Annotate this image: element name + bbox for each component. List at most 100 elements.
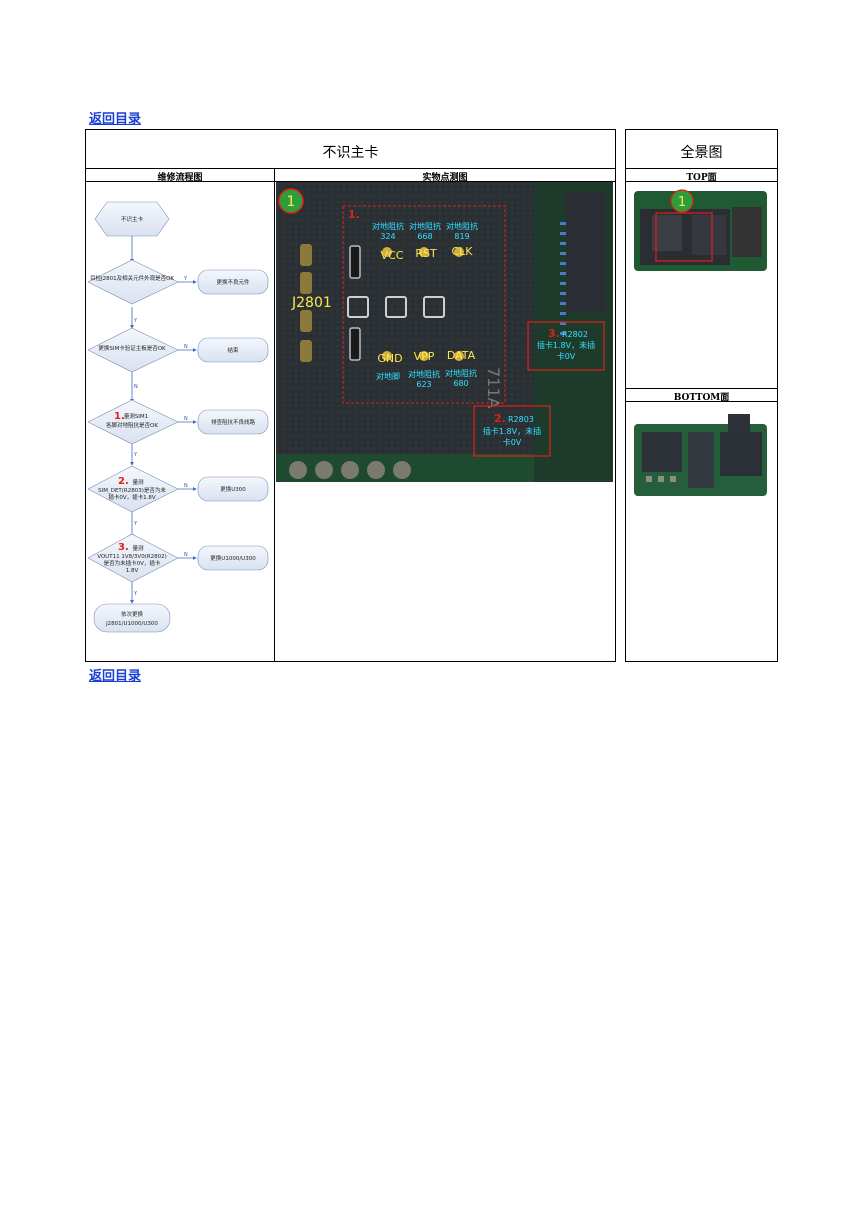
rst-pin-label: RST [415, 247, 437, 260]
flow-start-node [94, 201, 170, 237]
flow-step4-text: 量测 [132, 478, 144, 486]
back-to-toc-link-top[interactable]: 返回目录 [89, 112, 142, 127]
top-badge: 1 [678, 195, 686, 210]
r2802-ref: R2802 [562, 330, 588, 339]
flow-step4-text-b: SIM_DET(R2803)是否为未 [98, 486, 166, 494]
r2803-text: 插卡1.8V，未插 [483, 426, 541, 436]
flow-start-text: 不识主卡 [121, 215, 144, 223]
flow-step1-no-text: 更换不良元件 [216, 278, 250, 286]
main-title: 不识主卡 [322, 145, 379, 161]
r2803-number: 2. [494, 412, 506, 425]
flow-column-title: 维修流程图 [157, 173, 203, 183]
flow-step5-text-d: 1.8V [126, 568, 139, 574]
divider [85, 181, 616, 182]
flow-step3-no-node [197, 409, 269, 435]
r2803-text-b: 卡0V [503, 437, 522, 447]
top-board-photo: 1 [634, 189, 767, 271]
overview-title: 全景图 [680, 145, 723, 161]
divider [625, 388, 778, 389]
flow-label-no: N [134, 384, 138, 390]
vpp-impedance-label: 对地阻抗 [408, 369, 440, 379]
r2803-ref: R2803 [508, 415, 534, 424]
back-to-toc-link-bottom[interactable]: 返回目录 [89, 669, 142, 684]
flow-end-node [93, 603, 171, 633]
flow-step5-text-c: 是否为未插卡0V，插卡 [104, 559, 161, 567]
sim-region-box [342, 205, 506, 404]
flow-step2-no-node [197, 337, 269, 363]
flow-label-yes: Y [183, 276, 188, 282]
vpp-impedance-value: 623 [416, 380, 431, 389]
flow-step5-number: 3. [118, 542, 129, 553]
flow-step1-no-node [197, 269, 269, 295]
flow-label-yes: Y [133, 452, 138, 458]
rst-impedance-value: 668 [417, 232, 432, 241]
top-badge-icon [670, 189, 694, 213]
flow-label-yes: Y [133, 591, 138, 597]
flow-step3-text: 量测SIM1 [124, 412, 148, 420]
divider [85, 168, 616, 169]
vcc-impedance-value: 324 [380, 232, 395, 241]
r2802-box [527, 321, 605, 371]
flow-step3-text-b: 各脚对地阻抗是否OK [106, 421, 158, 429]
r2802-text-b: 卡0V [557, 351, 576, 361]
flow-step3-number: 1. [114, 411, 125, 422]
top-region-box [655, 212, 713, 262]
flow-step1-node [87, 259, 179, 305]
flow-step5-node [87, 533, 179, 583]
divider [625, 168, 778, 169]
region-badge: 1 [287, 194, 296, 210]
flow-step4-no-text: 更换U300 [220, 485, 246, 493]
flow-label-yes: Y [133, 521, 138, 527]
clk-pin-label: CLK [451, 245, 473, 258]
vcc-impedance-label: 对地阻抗 [372, 221, 404, 231]
photo-column-title: 实物点测图 [422, 173, 468, 183]
flow-step5-text-b: VOUT11 1V8/3V0(R2802) [97, 554, 167, 560]
flow-label-yes: Y [133, 318, 138, 324]
flow-end-text: 依次更换 [121, 610, 144, 618]
flow-end-text-b: J2801/U1000/U300 [105, 621, 158, 627]
data-impedance-value: 680 [453, 379, 468, 388]
top-side-title: TOP面 [686, 173, 717, 183]
flow-step5-no-node [197, 545, 269, 571]
flow-step3-no-text: 排查阻抗不良线路 [211, 418, 256, 426]
flow-step2-node [87, 327, 179, 373]
vpp-pin-label: VPP [414, 350, 435, 363]
data-impedance-label: 对地阻抗 [445, 368, 477, 378]
repair-flowchart: 不识主卡 目检J2801及相关元件外观是否OK 更换不良元件 更换SIM卡验证主… [87, 201, 269, 633]
flow-step5-no-text: 更换U1000/U300 [210, 554, 256, 562]
flow-label-no: N [184, 416, 188, 422]
vcc-pin-label: VCC [381, 249, 404, 262]
flow-label-no: N [184, 552, 188, 558]
bottom-board-photo [634, 414, 767, 496]
flow-step4-number: 2. [118, 476, 129, 487]
divider [274, 168, 275, 662]
flow-step4-no-node [197, 476, 269, 502]
silkscreen-text: 711A [484, 367, 503, 409]
r2802-number: 3. [548, 327, 560, 340]
flow-step5-text: 量测 [132, 544, 144, 552]
r2803-box [473, 405, 551, 457]
flow-arrows [130, 234, 197, 604]
r2802-text: 插卡1.8V，未插 [537, 340, 595, 350]
flow-step4-text-c: 插卡0V，插卡1.8V [108, 493, 156, 501]
connector-label: J2801 [291, 295, 332, 311]
sim-region-number: 1. [348, 208, 360, 221]
clk-impedance-value: 819 [454, 232, 469, 241]
rst-impedance-label: 对地阻抗 [409, 221, 441, 231]
flow-label-no: N [184, 483, 188, 489]
gnd-impedance-label: 对地脚 [376, 371, 400, 381]
flow-step2-text: 更换SIM卡验证主板是否OK [98, 344, 166, 352]
flow-step3-node [87, 399, 179, 445]
data-pin-label: DATA [447, 349, 476, 362]
gnd-pin-label: GND [377, 352, 402, 365]
clk-impedance-label: 对地阻抗 [446, 221, 478, 231]
flow-step2-no-text: 结束 [227, 346, 239, 354]
flow-step4-node [87, 465, 179, 513]
flow-step1-text: 目检J2801及相关元件外观是否OK [90, 274, 174, 282]
bottom-side-title: BOTTOM面 [673, 393, 730, 403]
region-badge-icon [278, 188, 304, 214]
divider [625, 181, 778, 182]
flow-label-no: N [184, 344, 188, 350]
divider [625, 401, 778, 402]
measurement-photo: 1 1. J2801 对地阻抗 324 VCC 对地阻抗 668 RST 对地阻… [276, 182, 613, 482]
